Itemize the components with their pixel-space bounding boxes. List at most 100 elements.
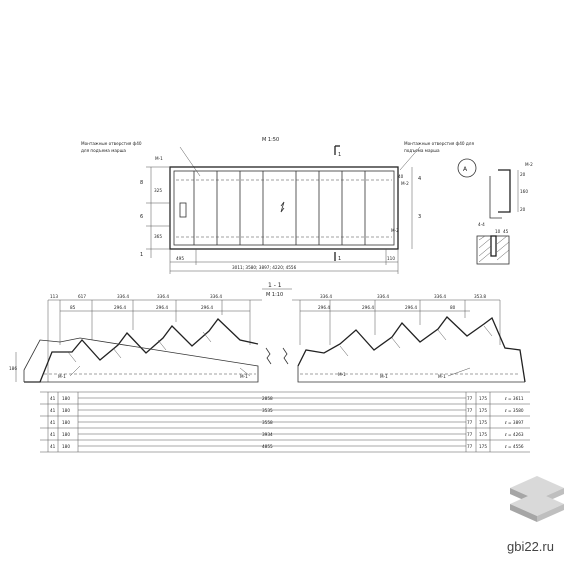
detail-a-dim-a: 20 (520, 172, 526, 177)
note-left-2: для подъема марша (81, 148, 126, 153)
bottom-dim-a: 495 (176, 256, 184, 261)
mark-m1-section-d: М-1 (380, 374, 388, 379)
svg-text:336.4: 336.4 (210, 294, 222, 299)
svg-text:296.4: 296.4 (405, 305, 417, 310)
note-left-1: Монтажные отверстия ф40 (81, 141, 142, 146)
left-dim-a: 8 (140, 180, 143, 186)
length-list: 3011; 3580; 3897; 4220; 4556 (232, 265, 297, 270)
leader-left (179, 146, 201, 177)
svg-text:336.4: 336.4 (117, 294, 129, 299)
svg-text:296.4: 296.4 (362, 305, 374, 310)
plan-scale: М 1:50 (262, 137, 279, 143)
right-dim-a: 40 (398, 174, 404, 179)
table-cell-total: 3934 (262, 432, 273, 437)
table-cell-length: ℓ = 3580 (504, 408, 524, 413)
plan-inner-outline (173, 170, 395, 246)
plan-step-lines (193, 171, 366, 245)
watermark: gbi22.ru (507, 539, 554, 554)
table-cell-d: 175 (479, 396, 487, 401)
table-cell-length: ℓ = 4263 (504, 432, 524, 437)
left-dim-e: 1 (140, 252, 143, 258)
section-4-4-dim-a: 10 (495, 229, 501, 234)
table-cell-b: 180 (62, 408, 70, 413)
mark-m1-section-a: М-1 (58, 374, 66, 379)
sub-dims-left: 85 296.4 296.4 296.4 (70, 305, 213, 310)
svg-text:85: 85 (70, 305, 76, 310)
table-cell-total: 3535 (262, 408, 273, 413)
table-cell-length: ℓ = 4556 (504, 444, 524, 449)
plan-view: М 1:50 Монтажные отверстия ф40 для подъе… (81, 137, 474, 274)
top-dims-right: 336.4 336.4 336.4 353.8 (320, 294, 486, 299)
break-mark (280, 201, 285, 213)
table-cell-d: 175 (479, 432, 487, 437)
detail-a-label: А (463, 166, 468, 173)
detail-a-dim-b: 160 (520, 189, 528, 194)
leader-right (399, 146, 421, 171)
svg-text:296.4: 296.4 (114, 305, 126, 310)
detail-a-circle (457, 158, 477, 178)
cut-mark-top: 1 (338, 152, 341, 158)
left-dim-b: 325 (154, 188, 162, 193)
table-cell-a: 41 (50, 396, 56, 401)
table-cell-total: 4855 (262, 444, 273, 449)
right-dim-c: 3 (418, 214, 421, 220)
stair-profile-right (297, 316, 526, 383)
svg-text:336.4: 336.4 (377, 294, 389, 299)
table-row: 41 180 3934 77 175 ℓ = 4263 (40, 427, 530, 437)
table-cell-c: 77 (467, 420, 473, 425)
right-dim-b: 4 (418, 176, 421, 182)
detail-a-dim-c: 20 (520, 207, 526, 212)
left-dim-c: 6 (140, 214, 143, 220)
svg-text:336.4: 336.4 (320, 294, 332, 299)
note-right-2: подъема марша (404, 148, 440, 153)
table-cell-b: 180 (62, 396, 70, 401)
svg-text:353.8: 353.8 (474, 294, 486, 299)
table-cell-c: 77 (467, 444, 473, 449)
table-cell-c: 77 (467, 432, 473, 437)
table-cell-a: 41 (50, 420, 56, 425)
table-cell-c: 77 (467, 396, 473, 401)
logo (508, 472, 566, 534)
left-dim-d: 365 (154, 234, 162, 239)
table-cell-total: 3558 (262, 420, 273, 425)
detail-a-mark: М-2 (525, 162, 533, 167)
top-dims-left: 113 617 336.4 336.4 336.4 (50, 294, 222, 299)
mark-m2b-plan: М-2 (391, 228, 399, 233)
table-row: 41 180 4855 77 175 ℓ = 4556 (40, 439, 530, 449)
svg-text:296.4: 296.4 (201, 305, 213, 310)
sub-dims-right: 296.4 296.4 296.4 80 (318, 305, 456, 310)
mark-m1-plan: М-1 (155, 156, 163, 161)
table-cell-b: 180 (62, 444, 70, 449)
section-title: 1 - 1 (268, 282, 282, 289)
note-right-1: Монтажные отверстия ф40 для (404, 141, 474, 146)
mark-m1-section-c: М-1 (338, 372, 346, 377)
table-cell-b: 180 (62, 432, 70, 437)
detail-a: А М-2 20 160 20 4-4 10 45 (457, 158, 533, 265)
svg-text:336.4: 336.4 (157, 294, 169, 299)
stair-profile-left (24, 318, 259, 383)
svg-text:296.4: 296.4 (156, 305, 168, 310)
table-cell-length: ℓ = 3611 (504, 396, 524, 401)
table-cell-d: 175 (479, 444, 487, 449)
table-cell-a: 41 (50, 408, 56, 413)
table-cell-b: 180 (62, 420, 70, 425)
left-height: 186 (9, 366, 17, 371)
table-cell-a: 41 (50, 444, 56, 449)
mark-m2-plan: М-2 (401, 181, 409, 186)
table-cell-a: 41 (50, 432, 56, 437)
section-scale: М 1:10 (266, 292, 283, 298)
table-frame (47, 392, 491, 452)
svg-text:80: 80 (450, 305, 456, 310)
cut-mark-bottom: 1 (338, 256, 341, 262)
section-4-4-label: 4-4 (478, 222, 485, 227)
bottom-dim-b: 110 (387, 256, 395, 261)
stacked-slabs-icon (510, 476, 564, 522)
svg-text:617: 617 (78, 294, 86, 299)
svg-text:336.4: 336.4 (434, 294, 446, 299)
section-1-1: 1 - 1 М 1:10 113 617 336.4 336.4 336.4 3… (9, 282, 526, 383)
